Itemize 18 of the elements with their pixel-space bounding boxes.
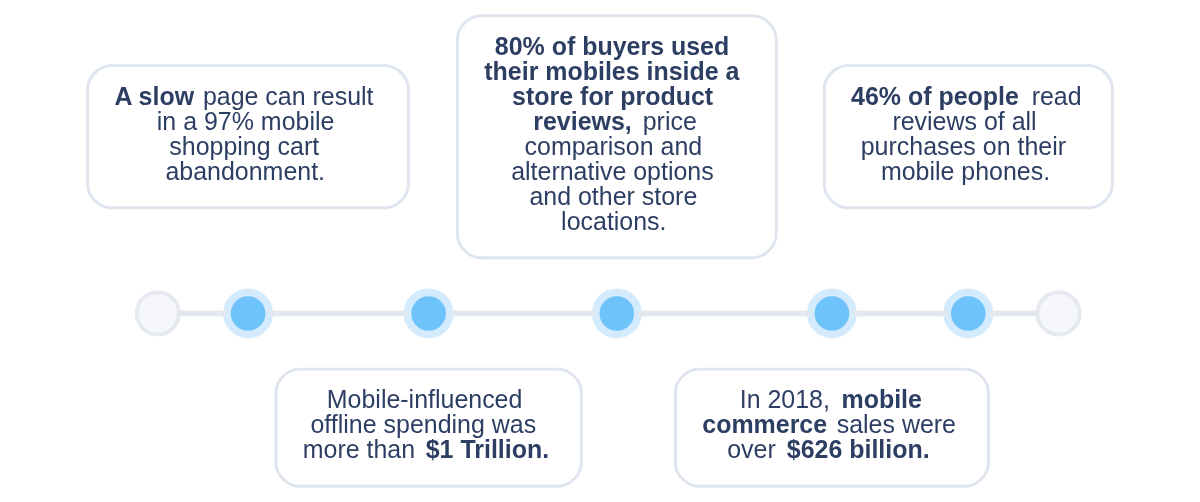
connector — [178, 310, 227, 317]
connector — [449, 310, 596, 317]
node-circle — [943, 288, 994, 339]
node-box: 46% of people read reviews of all purchases on their mobile phones. — [822, 64, 1114, 210]
connector — [638, 310, 811, 317]
node-box: 80% of buyers used their mobiles inside a store for product reviews, price comparison and alternative options and other store locations. — [455, 14, 778, 260]
node-box: Mobile-influenced offline spending was more than $1 Trillion. — [274, 367, 583, 488]
node-circle — [223, 288, 273, 339]
node-circle — [1035, 290, 1082, 337]
connector — [989, 310, 1037, 317]
node-circle — [134, 290, 181, 337]
node-box: A slow page can result in a 97% mobile shopping cart abandonment. — [86, 64, 410, 210]
connector — [853, 310, 947, 317]
node-box: In 2018, mobile commerce sales were over $626 billion. — [673, 367, 990, 488]
node-circle — [806, 288, 857, 339]
node-circle — [403, 288, 454, 339]
node-circle — [591, 288, 642, 339]
connector — [269, 310, 408, 317]
